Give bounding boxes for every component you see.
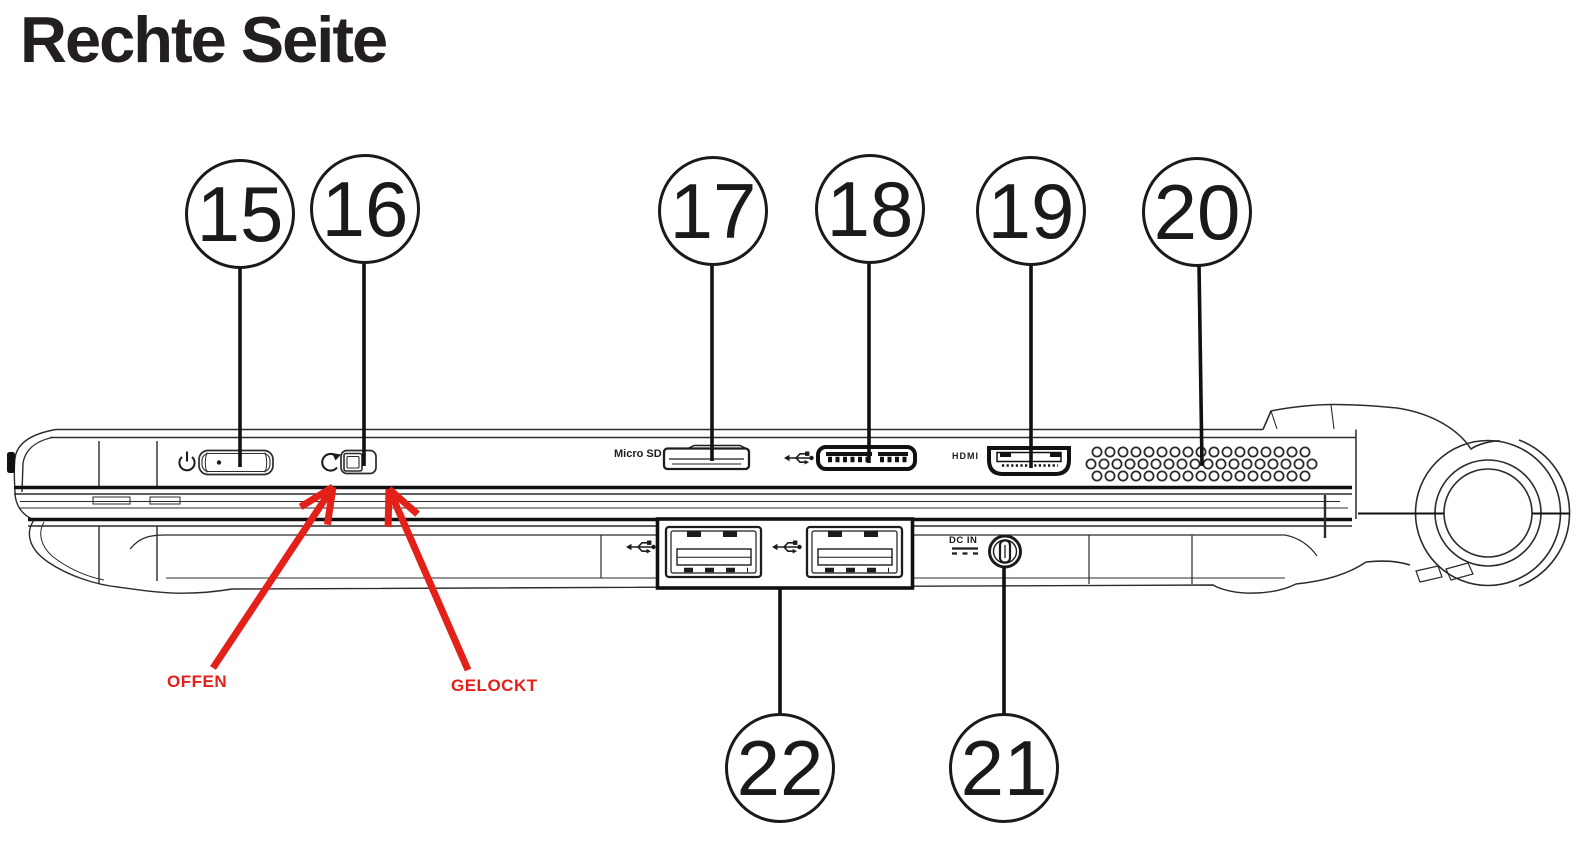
callout-22-number: 22	[736, 723, 824, 812]
callout-15: 15	[185, 159, 295, 269]
usb-port-2	[805, 525, 904, 579]
callout-21: 21	[949, 713, 1059, 823]
usb-port-1	[664, 525, 763, 579]
micro-sd-label: Micro SD	[614, 448, 662, 460]
hinge-cylinder	[1262, 403, 1571, 587]
power-button	[198, 449, 274, 476]
hdmi-label: HDMI	[952, 451, 979, 461]
callout-17-number: 17	[669, 166, 757, 255]
rotation-lock-icon	[321, 452, 341, 472]
usb-icon	[783, 450, 815, 466]
left-edge-button	[7, 452, 15, 473]
lock-slider	[340, 449, 377, 475]
red-annotation-arrows	[210, 484, 472, 672]
offen-label: OFFEN	[167, 672, 228, 691]
hdmi-port	[987, 446, 1071, 476]
dc-in-label: DC IN	[949, 535, 978, 546]
usb-icon	[625, 539, 657, 555]
leader-lines	[238, 261, 1204, 715]
gelockt-arrow	[385, 487, 472, 672]
callout-16: 16	[310, 154, 420, 264]
gelockt-label: GELOCKT	[451, 676, 538, 695]
callout-15-number: 15	[196, 169, 284, 258]
callout-22: 22	[725, 713, 835, 823]
offen-arrow	[210, 485, 336, 670]
callout-21-number: 21	[960, 723, 1048, 812]
callout-16-number: 16	[321, 164, 409, 253]
micro-sd-slot	[662, 444, 751, 471]
page-title: Rechte Seite	[20, 3, 388, 76]
dc-in-icon	[952, 547, 978, 555]
callout-19: 19	[976, 156, 1086, 266]
power-icon	[178, 451, 196, 472]
callout-18-number: 18	[826, 164, 914, 253]
callout-20: 20	[1142, 157, 1252, 267]
dc-in-jack	[988, 534, 1022, 569]
micro-usb3-port	[816, 445, 917, 471]
speaker-grille	[1085, 446, 1318, 482]
callout-18: 18	[815, 154, 925, 264]
callout-20-number: 20	[1153, 167, 1241, 256]
callout-17: 17	[658, 156, 768, 266]
callout-19-number: 19	[987, 166, 1075, 255]
